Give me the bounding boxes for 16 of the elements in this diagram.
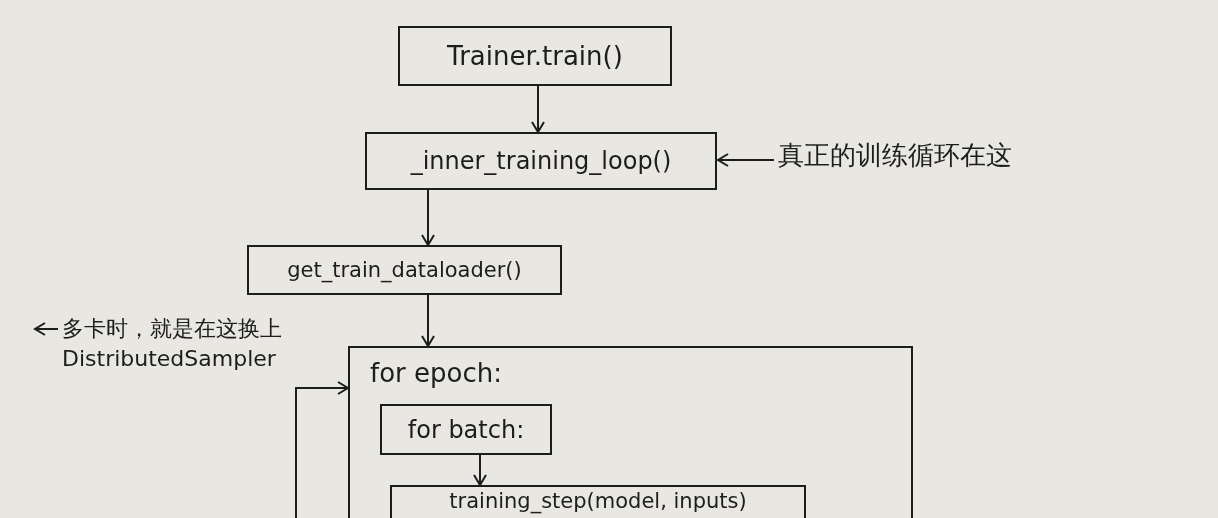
loop-label: for epoch: <box>370 358 502 388</box>
arrow <box>531 85 545 133</box>
arrow <box>473 454 487 486</box>
leader-arrow <box>34 322 59 336</box>
arrow <box>421 294 435 347</box>
note-text: 真正的训练循环在这 <box>778 140 1048 170</box>
function-box: training_step(model, inputs) <box>390 485 806 518</box>
loop-back-arrow <box>295 381 349 518</box>
arrow <box>421 189 435 246</box>
leader-arrow <box>717 153 775 167</box>
function-box: Trainer.train() <box>398 26 672 86</box>
loop-box: for batch: <box>380 404 552 455</box>
note-text: 多卡时，就是在这换上 DistributedSampler <box>62 314 324 374</box>
function-box: get_train_dataloader() <box>247 245 562 295</box>
function-box: _inner_training_loop() <box>365 132 717 190</box>
loop-box <box>348 346 913 518</box>
